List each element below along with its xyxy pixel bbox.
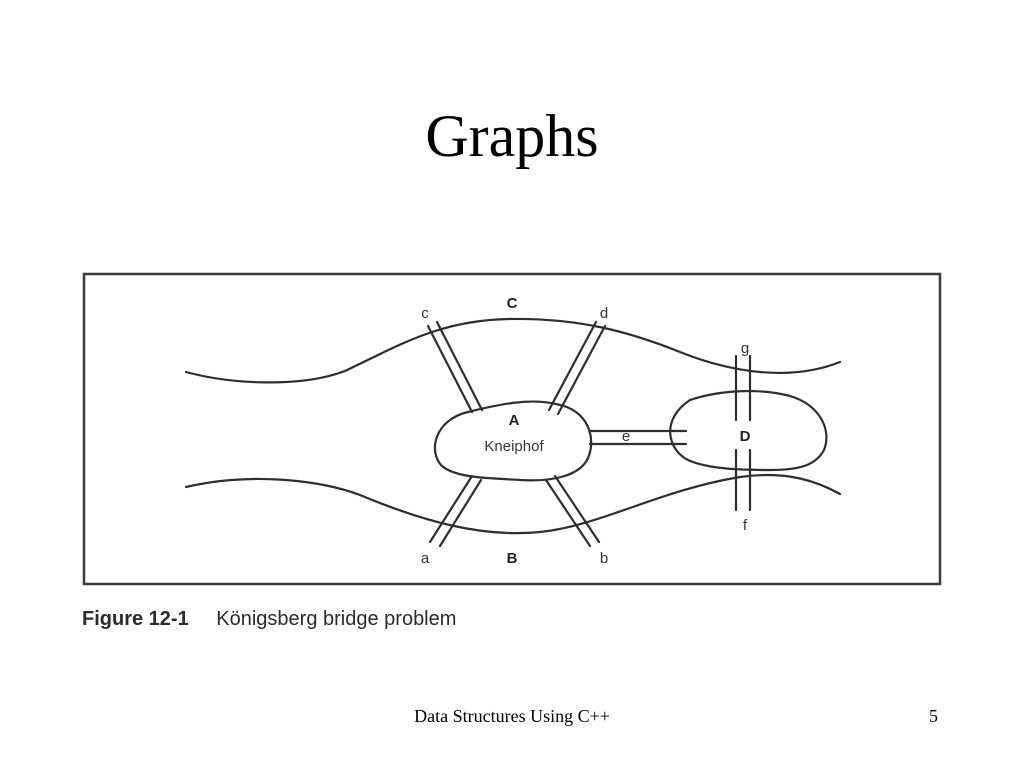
label-land-c: C bbox=[507, 295, 518, 312]
bridge-b bbox=[544, 474, 601, 548]
bridge-a bbox=[428, 474, 483, 548]
lower-river-bank bbox=[184, 473, 842, 535]
label-bridge-g: g bbox=[741, 340, 749, 357]
slide-title: Graphs bbox=[425, 103, 599, 169]
label-bridge-b: b bbox=[600, 550, 608, 567]
label-bridge-c: c bbox=[421, 305, 429, 322]
label-bridge-f: f bbox=[743, 517, 748, 534]
slide-page-number: 5 bbox=[929, 706, 938, 726]
figure-caption-text: Königsberg bridge problem bbox=[216, 608, 457, 630]
bridge-d bbox=[547, 320, 607, 416]
slide-footer: Data Structures Using C++ bbox=[414, 706, 610, 726]
figure-number: Figure 12-1 bbox=[82, 608, 189, 630]
land-d bbox=[669, 390, 828, 472]
figure-caption: Figure 12-1 Königsberg bridge problem bbox=[82, 605, 456, 633]
label-bridge-e: e bbox=[622, 428, 630, 445]
upper-river-bank bbox=[184, 317, 842, 384]
figure-frame bbox=[82, 272, 942, 586]
bridge-c bbox=[426, 320, 484, 414]
label-land-b: B bbox=[507, 550, 518, 567]
bridge-g bbox=[734, 354, 752, 422]
island-kneiphof bbox=[433, 400, 593, 482]
label-bridge-d: d bbox=[600, 305, 608, 322]
label-land-d: D bbox=[740, 428, 751, 445]
bridge-e bbox=[588, 429, 688, 446]
bridge-f bbox=[734, 448, 752, 512]
label-kneiphof: Kneiphof bbox=[484, 438, 544, 455]
label-land-a: A bbox=[509, 412, 520, 429]
label-bridge-a: a bbox=[421, 550, 430, 567]
